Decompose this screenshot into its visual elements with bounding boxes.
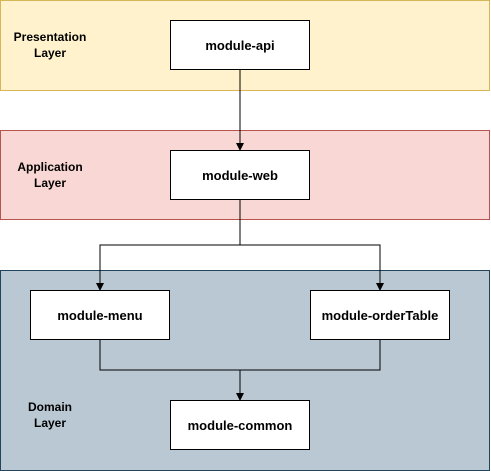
presentation-layer-label: Presentation Layer [13, 30, 87, 60]
application-layer-label: Application Layer [17, 160, 83, 190]
module-api-label: module-api [205, 37, 275, 53]
module-menu-label: module-menu [57, 307, 143, 323]
module-order-table-node[interactable]: module-orderTable [310, 290, 450, 340]
module-web-node[interactable]: module-web [170, 150, 310, 200]
module-api-node[interactable]: module-api [170, 20, 310, 70]
module-menu-node[interactable]: module-menu [30, 290, 170, 340]
module-common-label: module-common [187, 417, 293, 433]
module-web-label: module-web [202, 167, 278, 183]
module-common-node[interactable]: module-common [170, 400, 310, 450]
module-order-table-label: module-orderTable [321, 307, 439, 323]
domain-layer-label: Domain Layer [27, 400, 72, 430]
